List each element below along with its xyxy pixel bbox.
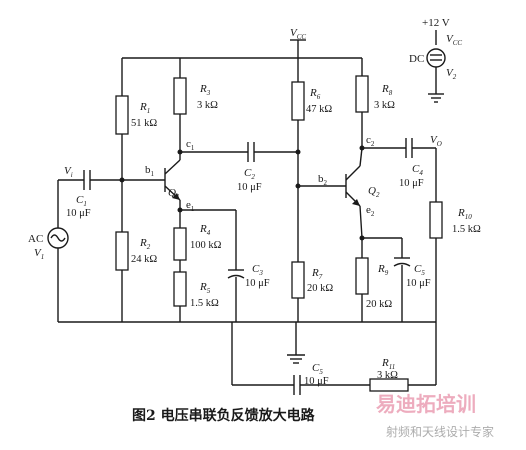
r1-r2-divider: R1 51 kΩ R2 24 kΩ (115, 58, 157, 322)
q2-collector: R8 3 kΩ c2 VO C4 10 μF R10 1.5 kΩ (355, 58, 481, 322)
ground-rail (58, 321, 436, 364)
b2-label: b2 (318, 173, 328, 187)
input-stage: Vi C1 10 μF AC V1 (28, 165, 165, 322)
r4-resistor (173, 227, 187, 261)
r10-value: 1.5 kΩ (452, 224, 481, 235)
r3-name: R3 (199, 83, 211, 97)
r11-value: 3 kΩ (377, 370, 398, 381)
watermark-logo: 易迪拓培训 (376, 392, 476, 416)
r7-value: 20 kΩ (307, 283, 333, 294)
ac-label: AC (28, 233, 43, 245)
dc-label: DC (409, 53, 424, 65)
c5-name: C5 (414, 263, 425, 277)
r1-name: R1 (139, 101, 150, 115)
c1-node-label: c1 (186, 138, 195, 152)
r2-value: 24 kΩ (131, 254, 157, 265)
r5-value: 1.5 kΩ (190, 298, 219, 309)
ground-icon (428, 93, 444, 103)
c4-value: 10 μF (399, 178, 424, 189)
q2-label: Q2 (368, 185, 380, 199)
r9-name: R9 (377, 263, 389, 277)
r6-value: 47 kΩ (306, 104, 332, 115)
c5b-value: 10 μF (304, 376, 329, 387)
r3-resistor (173, 77, 187, 115)
c1-value: 10 μF (66, 208, 91, 219)
q1-collector: R3 3 kΩ c1 C2 10 μF (173, 58, 298, 193)
c3-value: 10 μF (245, 278, 270, 289)
watermark-text: 射频和天线设计专家 (386, 424, 494, 439)
vcc-label: VCC (290, 27, 306, 41)
r8-value: 3 kΩ (374, 100, 395, 111)
v2-label: V2 (446, 67, 457, 81)
r10-resistor (429, 201, 443, 239)
e1-label: e1 (186, 199, 195, 213)
r9-value: 20 kΩ (366, 299, 392, 310)
r3-value: 3 kΩ (197, 100, 218, 111)
vcc-rail: VCC (122, 27, 362, 59)
figure-caption: 图2 电压串联负反馈放大电路 (132, 407, 316, 424)
r6-resistor (291, 81, 305, 121)
r1-value: 51 kΩ (131, 118, 157, 129)
q1-label: Q1 (168, 187, 179, 201)
c1-name: C1 (76, 194, 87, 208)
r1-resistor (115, 95, 129, 135)
c5b-name: C5 (312, 362, 323, 376)
vcc-right-label: VCC (446, 33, 462, 47)
c2-node-label: c2 (366, 134, 375, 148)
c5-value: 10 μF (406, 278, 431, 289)
r10-name: R10 (457, 207, 472, 221)
feedback-network: C5 10 μF R11 3 kΩ (231, 322, 437, 395)
r7-name: R7 (311, 267, 323, 281)
q1-transistor: b1 Q1 (145, 159, 181, 201)
r6-r7-divider: R6 47 kΩ R7 20 kΩ (291, 58, 333, 322)
v1-label: V1 (34, 247, 44, 261)
plus12-label: +12 V (422, 17, 450, 29)
c2-value: 10 μF (237, 182, 262, 193)
c4-name: C4 (412, 163, 423, 177)
r5-name: R5 (199, 281, 211, 295)
dc-source: +12 V DC VCC V2 (409, 17, 462, 103)
r8-resistor (355, 75, 369, 113)
q1-emitter: e1 R4 100 kΩ R5 1.5 kΩ C3 10 μF (173, 199, 270, 322)
c3-name: C3 (252, 263, 263, 277)
r6-name: R6 (309, 87, 321, 101)
r8-name: R8 (381, 83, 393, 97)
r2-name: R2 (139, 237, 151, 251)
r7-resistor (291, 261, 305, 299)
r5-resistor (173, 271, 187, 307)
r4-value: 100 kΩ (190, 240, 222, 251)
vi-label: Vi (64, 165, 73, 179)
q2-emitter: e2 R9 20 kΩ C5 10 μF (355, 204, 431, 322)
r9-resistor (355, 257, 369, 295)
r11-name: R11 (381, 357, 395, 371)
e2-label: e2 (366, 204, 375, 218)
ground-icon (287, 354, 305, 364)
r4-name: R4 (199, 223, 211, 237)
watermark: 易迪拓培训 射频和天线设计专家 (376, 392, 494, 439)
q2-transistor: b2 Q2 (298, 165, 380, 207)
c2-name: C2 (244, 167, 255, 181)
vo-label: VO (430, 134, 442, 148)
b1-label: b1 (145, 164, 155, 178)
r2-resistor (115, 231, 129, 271)
